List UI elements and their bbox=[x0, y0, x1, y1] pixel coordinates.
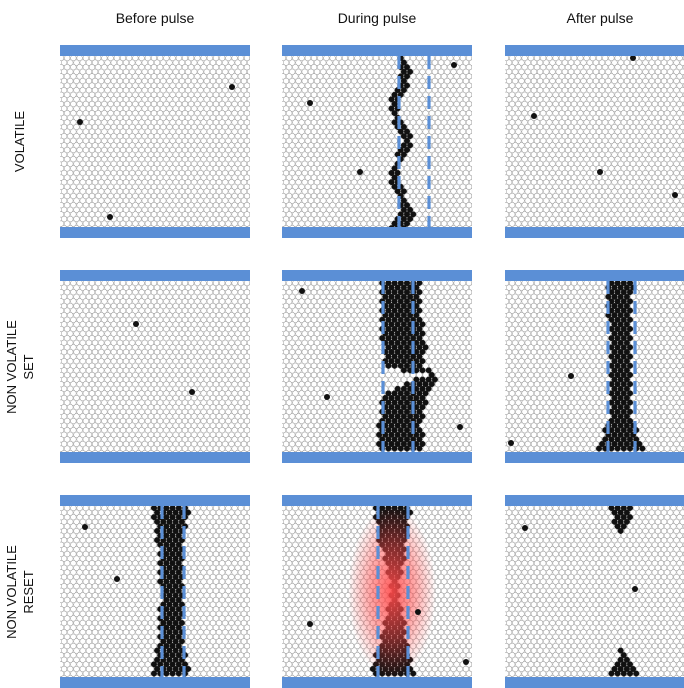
lattice bbox=[503, 505, 684, 681]
top-electrode bbox=[505, 270, 684, 281]
bottom-electrode bbox=[282, 227, 472, 238]
top-electrode bbox=[282, 45, 472, 56]
bottom-electrode bbox=[505, 227, 684, 238]
ion-dot bbox=[307, 100, 313, 106]
ion-dot bbox=[189, 389, 195, 395]
lattice bbox=[503, 280, 684, 456]
bottom-electrode bbox=[505, 452, 684, 463]
column-header-before-pulse: Before pulse bbox=[60, 10, 250, 26]
ion-dot bbox=[672, 192, 678, 198]
panel-volatile-during bbox=[282, 45, 472, 238]
lattice bbox=[280, 280, 478, 456]
lattice bbox=[58, 505, 256, 681]
ion-dot bbox=[451, 62, 457, 68]
row-label-non-volatile-set: NON VOLATILE SET bbox=[0, 270, 40, 463]
ion-dot bbox=[632, 586, 638, 592]
top-electrode bbox=[282, 270, 472, 281]
panel-set-during bbox=[282, 270, 472, 463]
panel-volatile-before bbox=[60, 45, 250, 238]
top-electrode bbox=[282, 495, 472, 506]
panel-volatile-after bbox=[505, 45, 684, 238]
bottom-electrode bbox=[282, 452, 472, 463]
row-label-line: NON VOLATILE bbox=[3, 545, 20, 639]
top-electrode bbox=[505, 45, 684, 56]
lattice bbox=[58, 55, 256, 231]
lattice bbox=[58, 280, 256, 456]
top-electrode bbox=[60, 270, 250, 281]
bottom-electrode bbox=[60, 227, 250, 238]
ion-dot bbox=[82, 524, 88, 530]
ion-dot bbox=[463, 659, 469, 665]
panel-set-after bbox=[505, 270, 684, 463]
ion-dot bbox=[568, 373, 574, 379]
ion-dot bbox=[415, 609, 421, 615]
row-label-line: SET bbox=[20, 320, 37, 414]
ion-dot bbox=[114, 576, 120, 582]
ion-dot bbox=[357, 169, 363, 175]
top-electrode bbox=[60, 45, 250, 56]
heat-glow bbox=[348, 506, 436, 678]
ion-dot bbox=[522, 525, 528, 531]
panel-reset-after bbox=[505, 495, 684, 688]
panel-set-before bbox=[60, 270, 250, 463]
row-label-line: RESET bbox=[20, 545, 37, 639]
ion-dot bbox=[229, 84, 235, 90]
row-label-volatile: VOLATILE bbox=[0, 45, 40, 238]
ion-dot bbox=[133, 321, 139, 327]
top-electrode bbox=[505, 495, 684, 506]
panel-reset-during bbox=[282, 495, 472, 688]
ion-dot bbox=[324, 394, 330, 400]
lattice bbox=[280, 55, 478, 231]
ion-dot bbox=[299, 288, 305, 294]
ion-dot bbox=[457, 424, 463, 430]
ion-dot bbox=[597, 169, 603, 175]
column-header-after-pulse: After pulse bbox=[505, 10, 684, 26]
panel-reset-before bbox=[60, 495, 250, 688]
top-electrode bbox=[60, 495, 250, 506]
bottom-electrode bbox=[60, 452, 250, 463]
ion-dot bbox=[77, 119, 83, 125]
column-header-during-pulse: During pulse bbox=[282, 10, 472, 26]
row-label-line: NON VOLATILE bbox=[3, 320, 20, 414]
ion-dot bbox=[307, 621, 313, 627]
ion-dot bbox=[107, 214, 113, 220]
lattice bbox=[503, 55, 684, 231]
row-label-non-volatile-reset: NON VOLATILE RESET bbox=[0, 495, 40, 688]
row-label-line: VOLATILE bbox=[12, 111, 29, 172]
ion-dot bbox=[531, 113, 537, 119]
ion-dot bbox=[508, 440, 514, 446]
